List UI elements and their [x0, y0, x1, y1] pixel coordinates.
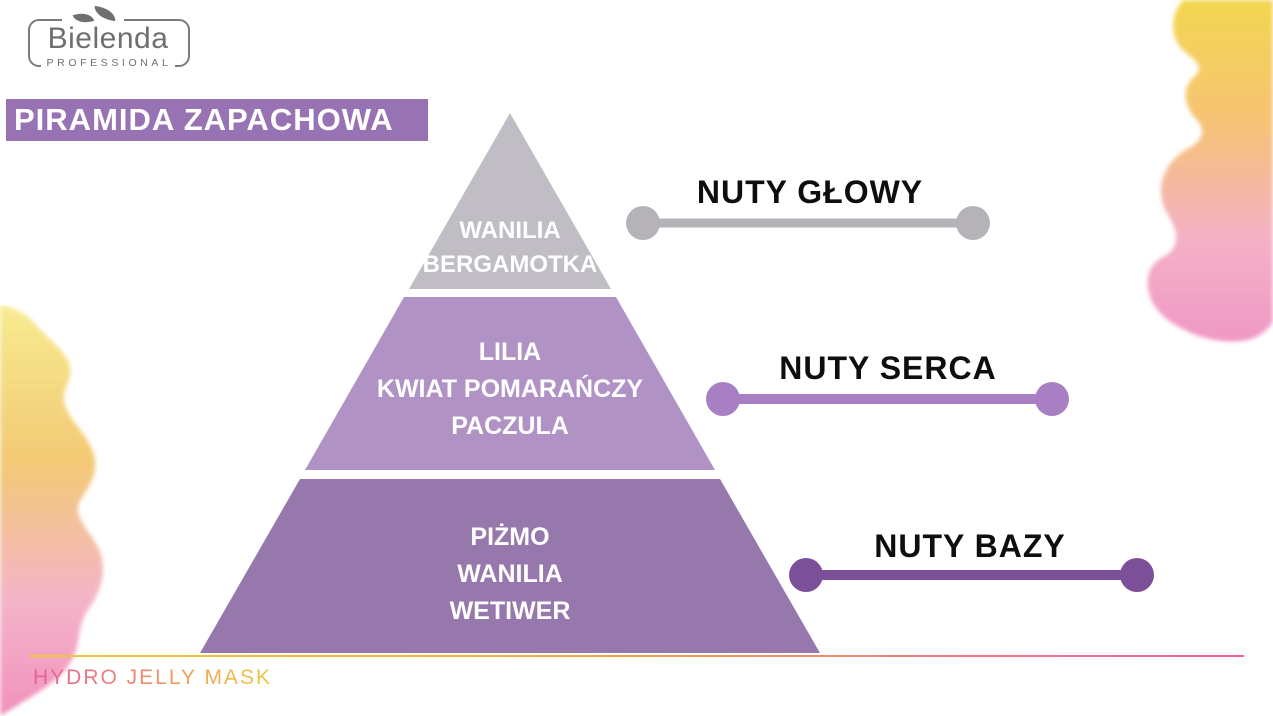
- note-text: PACZULA: [451, 412, 569, 440]
- bielenda-logo: Bielenda PROFESSIONAL: [28, 5, 196, 76]
- connector-dot-left: [789, 558, 823, 592]
- note-text: WETIWER: [449, 597, 571, 625]
- tier-base-notes: PIŻMO WANILIA WETIWER: [300, 519, 720, 630]
- note-text: LILIA: [478, 338, 542, 366]
- tier-middle-notes: LILIA KWIAT POMARAŃCZY PACZULA: [300, 334, 720, 445]
- note-text: PIŻMO: [470, 523, 550, 551]
- connector-heart-notes: [706, 382, 1069, 416]
- connector-dot-right: [1120, 558, 1154, 592]
- note-text: KWIAT POMARAŃCZY: [376, 375, 644, 403]
- pyramid-tier-base: [200, 479, 820, 653]
- connector-base-notes: [789, 558, 1154, 592]
- connector-head-notes: [626, 206, 990, 240]
- note-text: BERGAMOTKA: [422, 251, 598, 278]
- pyramid-tier-middle: [305, 297, 715, 470]
- footer-gradient-divider: [30, 655, 1244, 657]
- connector-dot-left: [706, 382, 740, 416]
- pyramid-tier-top: [409, 113, 611, 289]
- product-name: HYDRO JELLY MASK: [33, 666, 272, 689]
- logo-brand-text: Bielenda: [47, 22, 169, 55]
- note-text: WANILIA: [459, 217, 561, 244]
- logo-subtitle-text: PROFESSIONAL: [46, 57, 172, 69]
- tier-top-notes: WANILIA BERGAMOTKA: [360, 214, 660, 282]
- logo-frame-gap-bottom: [41, 59, 175, 67]
- page-title: PIRAMIDA ZAPACHOWA: [6, 99, 428, 141]
- connector-dot-right: [1035, 382, 1069, 416]
- note-text: WANILIA: [457, 560, 563, 588]
- connector-dot-right: [956, 206, 990, 240]
- connector-dot-left: [626, 206, 660, 240]
- label-nuty-glowy: NUTY GŁOWY: [696, 174, 924, 210]
- label-nuty-bazy: NUTY BAZY: [874, 528, 1066, 564]
- label-nuty-serca: NUTY SERCA: [779, 350, 997, 386]
